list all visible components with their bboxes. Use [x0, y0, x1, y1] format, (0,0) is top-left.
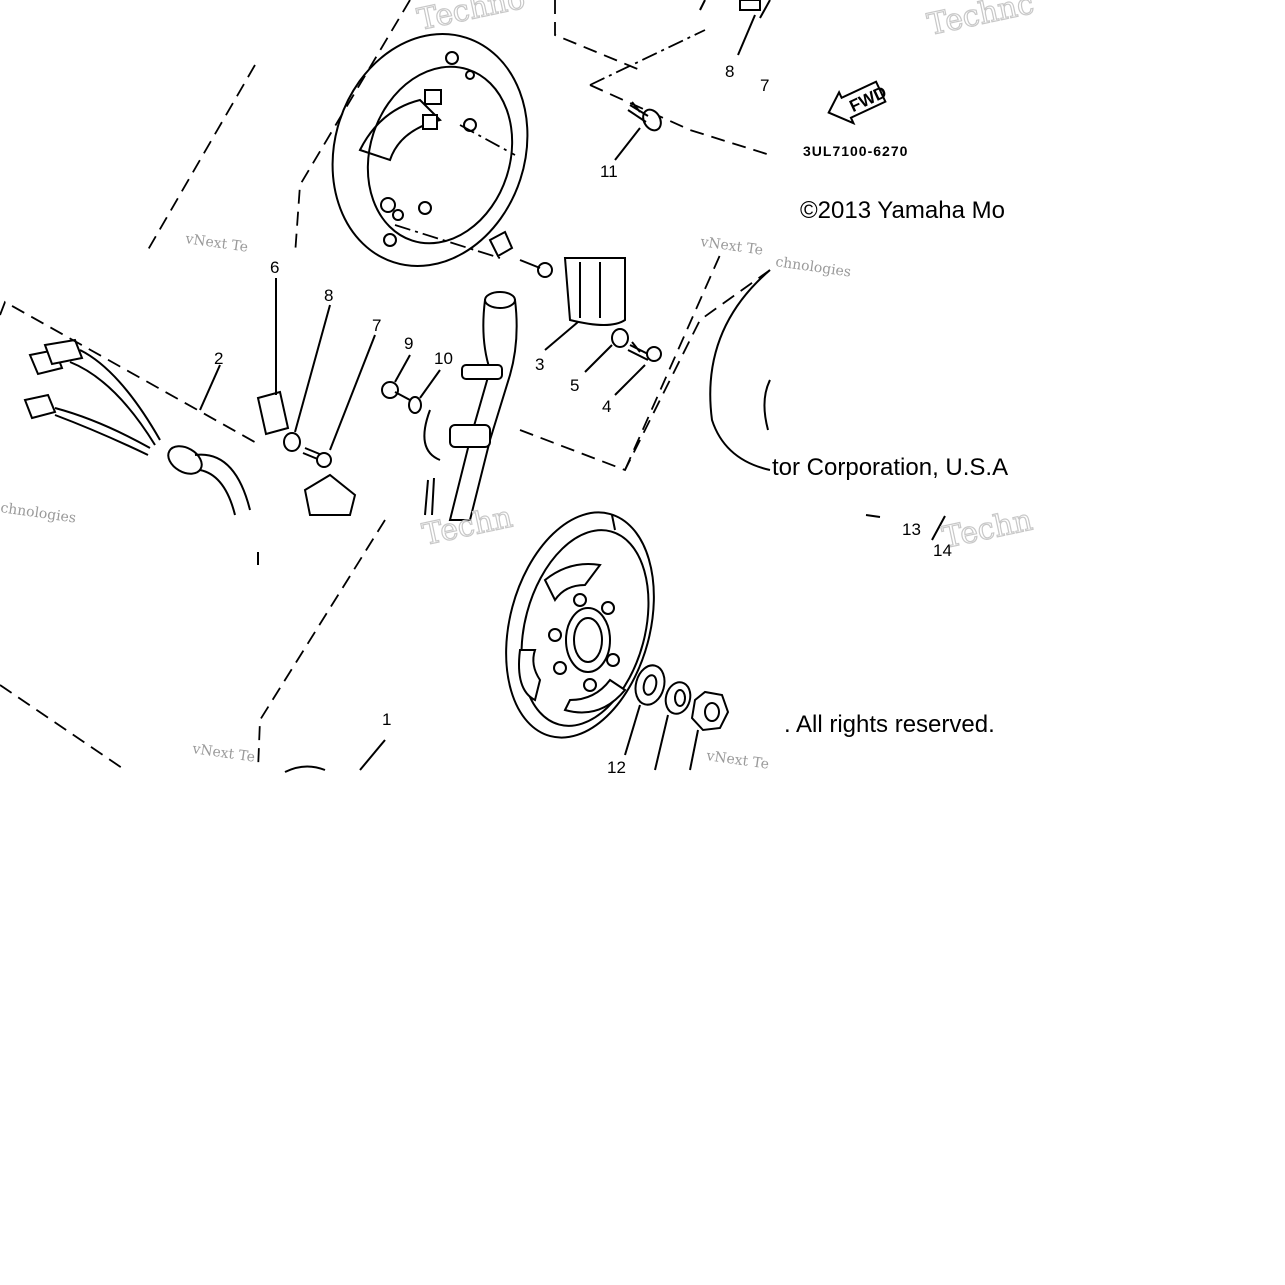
copyright-line-3: . All rights reserved. [784, 711, 995, 738]
callout-4: 4 [602, 397, 611, 416]
cable-assembly [423, 230, 518, 521]
lock-washer-part-13 [654, 681, 692, 771]
flywheel-outline [709, 269, 771, 471]
watermark-vnext: vNext Te [698, 234, 764, 259]
watermark-vnext: vNext Te [190, 741, 256, 766]
callout-8: 8 [324, 286, 333, 305]
watermark-technologies: chnologies [774, 254, 852, 280]
washer-part-12 [624, 664, 666, 756]
frame-line [589, 84, 771, 156]
frame-line [294, 0, 411, 256]
watermark-techn: Techn [939, 503, 1035, 556]
screw-top-coil [519, 259, 553, 278]
screw-part-9 [381, 354, 411, 401]
callout-7-top: 7 [760, 76, 769, 95]
callout-11: 11 [600, 162, 618, 181]
callout-8-top: 8 [725, 62, 734, 81]
stator-plate [331, 32, 529, 268]
callout-5: 5 [570, 376, 579, 395]
screw-part-11 [614, 101, 662, 161]
watermark-technc: Technc [924, 0, 1037, 43]
watermark-techn: Techn [419, 500, 515, 553]
callout-10: 10 [434, 349, 453, 368]
washer-part-10 [408, 369, 441, 414]
watermark-vnext: vNext Te [183, 231, 249, 256]
axis-line [394, 224, 501, 259]
callout-6: 6 [270, 258, 279, 277]
watermark-vnext: vNext Te [704, 748, 770, 773]
screw-part-4 [614, 341, 662, 396]
frame-line [624, 254, 721, 471]
callout-14: 14 [933, 541, 952, 560]
frame-line [0, 684, 126, 771]
flywheel-rotor [505, 511, 655, 739]
axis-line [589, 29, 706, 86]
callout-7: 7 [372, 316, 381, 335]
watermark-technologies: chnologies [0, 500, 77, 526]
axis-line [459, 124, 516, 156]
callout-9: 9 [404, 334, 413, 353]
callout-3: 3 [535, 355, 544, 374]
fwd-arrow-icon: FWD [827, 80, 890, 126]
frame-line [257, 519, 386, 771]
watermark-techno: Techno [414, 0, 528, 38]
callout-2: 2 [214, 349, 223, 368]
frame-line [519, 269, 771, 472]
frame-line [554, 0, 641, 71]
callout-13: 13 [902, 520, 921, 539]
frame-line [144, 64, 256, 256]
washer-part-8 [283, 304, 331, 452]
nut-part-14 [689, 690, 730, 771]
part-number: 3UL7100-6270 [803, 143, 908, 159]
copyright-line-1: ©2013 Yamaha Mo [800, 197, 1005, 224]
washer-part-5 [584, 328, 629, 373]
screw-part-7 [302, 334, 376, 468]
copyright-line-2: tor Corporation, U.S.A [772, 454, 1008, 481]
callout-1: 1 [382, 710, 391, 729]
pulser-coil [544, 257, 626, 351]
callout-12: 12 [607, 758, 626, 777]
frame-line [0, 300, 261, 446]
lead-part-6 [256, 278, 290, 436]
wire-harness [23, 338, 251, 516]
